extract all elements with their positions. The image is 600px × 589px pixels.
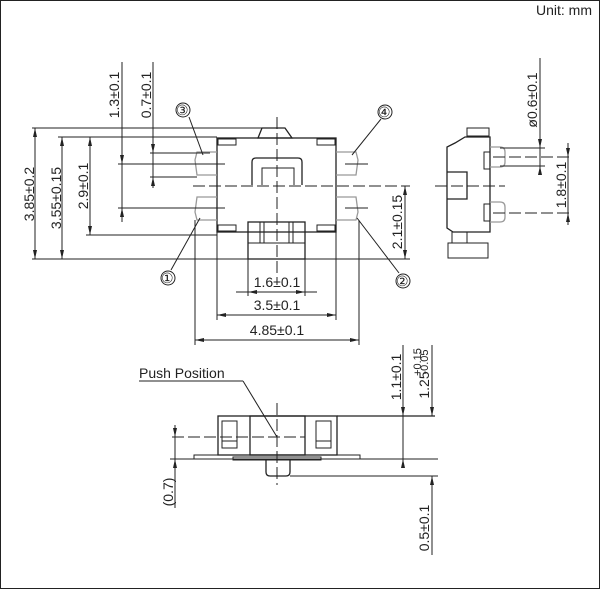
dim-total-height-tol-minus: -0.05: [419, 349, 431, 374]
dim-front-body-height: 1.1±0.1: [388, 353, 404, 400]
dim-terminal-width: 0.7±0.1: [138, 71, 154, 118]
terminal-2-label: ②: [396, 273, 409, 289]
terminal-4-label: ④: [378, 104, 391, 120]
dim-boss-diameter: ø0.6±0.1: [524, 72, 540, 127]
push-position-leader: [242, 380, 278, 438]
dim-terminal-pitch: 1.3±0.1: [106, 71, 122, 118]
dim-total-height-tol-plus: +0.15: [412, 348, 424, 376]
dim-knob-width: 1.6±0.1: [254, 274, 301, 290]
boss-lower: [490, 201, 506, 223]
dim-body-width: 3.5±0.1: [254, 297, 301, 313]
dim-push-offset: (0.7): [160, 478, 176, 507]
terminal-3-label: ③: [176, 102, 189, 118]
unit-label: Unit: mm: [536, 2, 592, 18]
dim-center-offset: 2.1±0.15: [389, 195, 405, 250]
front-boss: [265, 459, 291, 477]
dim-body-height: 3.55±0.15: [48, 167, 64, 229]
terminal-3-pad: [194, 151, 217, 176]
dim-total-height: 1.25: [416, 371, 432, 398]
push-position-label: Push Position: [139, 365, 225, 381]
dim-boss-height: 0.5±0.1: [416, 504, 432, 551]
dim-boss-pitch: 1.8±0.1: [553, 161, 569, 208]
terminal-2-pad: [336, 196, 359, 221]
top-view: 3.85±0.2 3.55±0.15 2.9±0.1 1.3±0.1 0.7±0…: [21, 62, 411, 345]
side-tab: [447, 242, 489, 259]
dim-overall-width: 4.85±0.1: [250, 322, 305, 338]
terminal-1-pad: [194, 196, 217, 221]
top-nub: [257, 127, 294, 139]
terminal-4-pad: [336, 151, 359, 176]
dim-terminal-span: 2.9±0.1: [75, 162, 91, 209]
side-body: [446, 136, 491, 233]
side-view: ø0.6±0.1 1.8±0.1: [435, 58, 573, 259]
dim-overall-height: 3.85±0.2: [21, 167, 37, 222]
front-view: Push Position (0.7) 1.1±0.1 1.25 +0.15 -…: [139, 345, 438, 555]
terminal-1-label: ①: [161, 270, 174, 286]
